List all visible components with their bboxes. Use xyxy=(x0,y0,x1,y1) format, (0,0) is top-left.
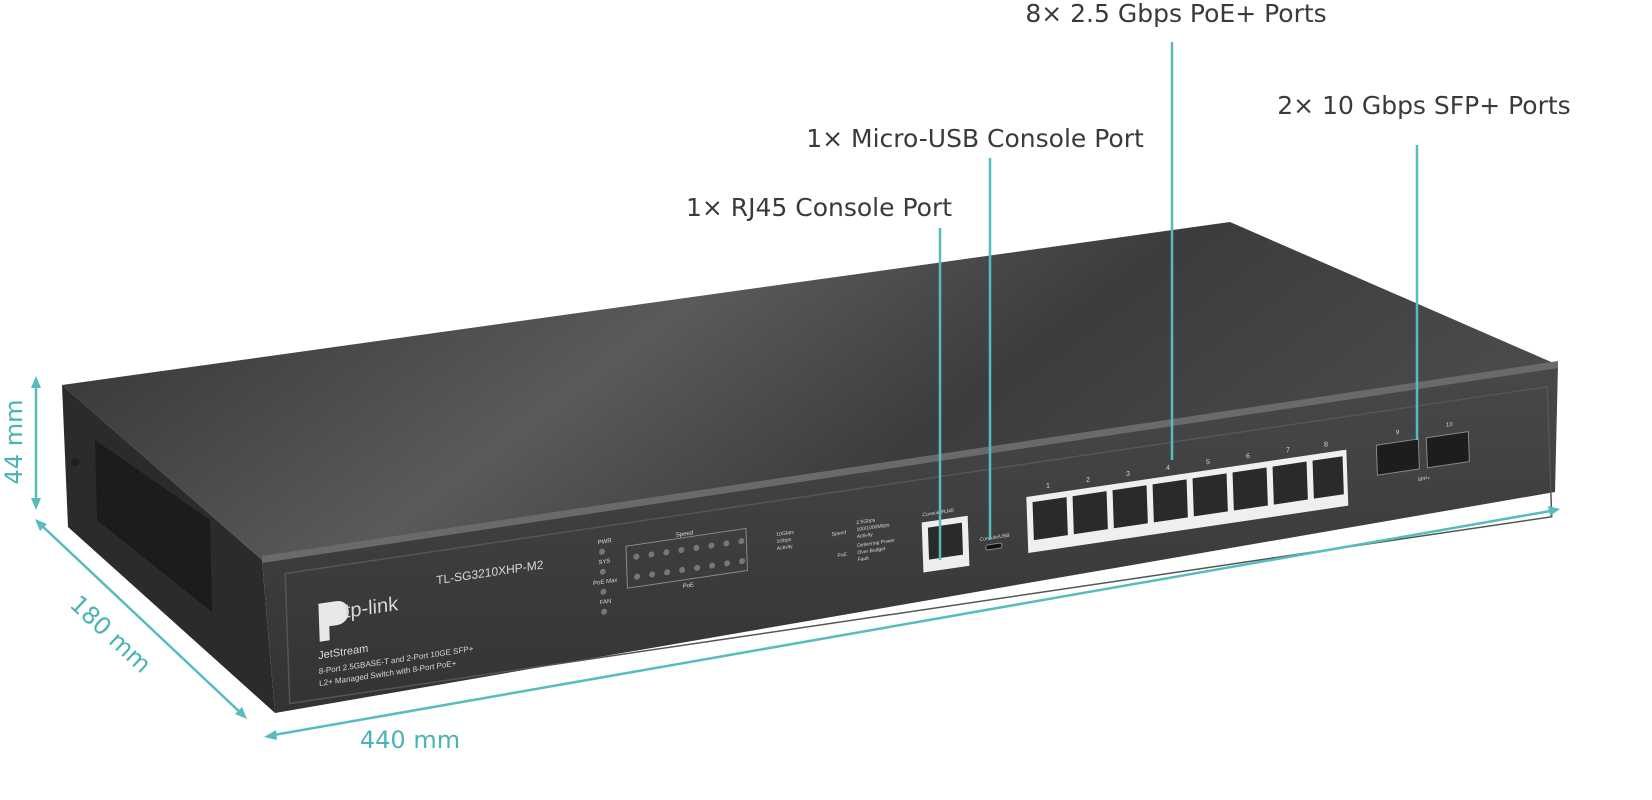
svg-text:4: 4 xyxy=(1166,465,1170,473)
svg-text:2: 2 xyxy=(1086,477,1090,485)
svg-text:10Gbps: 10Gbps xyxy=(776,529,794,538)
switch-front-face xyxy=(262,365,1558,713)
svg-text:440 mm: 440 mm xyxy=(360,726,460,754)
svg-text:2.5Gbps: 2.5Gbps xyxy=(856,517,876,526)
svg-text:Speed: Speed xyxy=(676,530,694,539)
svg-text:180 mm: 180 mm xyxy=(64,590,156,679)
svg-text:Speed: Speed xyxy=(832,530,847,538)
micro-usb-console-port: Console/USB xyxy=(979,533,1010,551)
width-dimension: 440 mm xyxy=(264,506,1560,754)
svg-text:PoE Max: PoE Max xyxy=(593,578,617,588)
svg-text:Activity: Activity xyxy=(857,532,873,540)
svg-text:FAN: FAN xyxy=(600,599,612,607)
rack-screw xyxy=(71,458,79,466)
svg-text:9: 9 xyxy=(1396,430,1400,437)
switch-top-surface xyxy=(62,222,1558,560)
height-dimension: 44 mm xyxy=(0,376,41,510)
svg-text:Activity: Activity xyxy=(777,544,793,552)
vent-grille xyxy=(95,440,212,612)
speed-poe-legend: Speed 2.5Gbps 100/1000Mbps Activity PoE … xyxy=(832,517,896,563)
callout-rj45-console: 1× RJ45 Console Port xyxy=(686,193,952,222)
svg-text:PoE: PoE xyxy=(683,582,695,590)
svg-text:Console/USB: Console/USB xyxy=(979,533,1010,543)
svg-text:10: 10 xyxy=(1446,422,1454,429)
sfp-led-legend: 10Gbps 1Gbps Activity xyxy=(776,529,794,552)
svg-text:1Gbps: 1Gbps xyxy=(777,537,792,545)
svg-text:1: 1 xyxy=(1046,482,1050,490)
sfp-port-block: 9 10 SFP+ xyxy=(1375,422,1470,483)
poe-port-block: 1 2 3 4 5 6 7 8 xyxy=(1026,441,1349,553)
status-leds: PWR SYS PoE Max FAN xyxy=(593,538,618,615)
svg-text:SFP+: SFP+ xyxy=(1418,475,1431,483)
callout-poe-ports: 8× 2.5 Gbps PoE+ Ports xyxy=(1025,0,1326,28)
svg-text:44 mm: 44 mm xyxy=(0,400,28,485)
callout-usb-console: 1× Micro-USB Console Port xyxy=(806,124,1144,153)
svg-text:8: 8 xyxy=(1324,441,1328,449)
port-leds: Speed PoE xyxy=(625,527,748,590)
svg-text:6: 6 xyxy=(1246,453,1250,461)
svg-text:100/1000Mbps: 100/1000Mbps xyxy=(857,522,891,533)
callout-sfp-ports: 2× 10 Gbps SFP+ Ports xyxy=(1277,91,1570,120)
svg-text:5: 5 xyxy=(1206,459,1210,467)
svg-text:Over Budget: Over Budget xyxy=(857,546,886,556)
svg-text:PoE: PoE xyxy=(837,552,847,559)
svg-text:Console/RJ45: Console/RJ45 xyxy=(922,508,954,519)
svg-text:Delivering Power: Delivering Power xyxy=(857,538,895,550)
svg-text:3: 3 xyxy=(1126,471,1130,479)
svg-text:PWR: PWR xyxy=(598,538,613,546)
svg-text:SYS: SYS xyxy=(598,559,610,567)
svg-text:Fault: Fault xyxy=(858,555,870,563)
svg-text:7: 7 xyxy=(1286,447,1290,455)
front-edge-highlight xyxy=(262,361,1558,563)
rj45-console-port: Console/RJ45 xyxy=(921,508,970,573)
